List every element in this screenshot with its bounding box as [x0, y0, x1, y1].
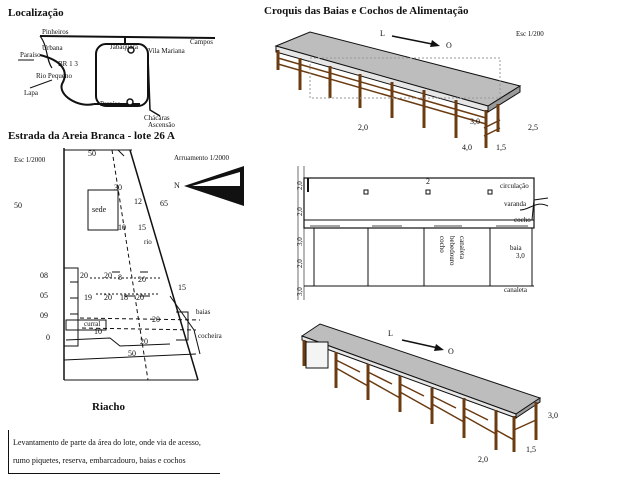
- map-label-lapa: Lapa: [24, 89, 39, 97]
- dim-50-top: 50: [88, 149, 96, 158]
- north-label: N: [174, 181, 180, 190]
- label-sede: sede: [92, 205, 107, 214]
- map-label-pinheiros: Pinheiros: [42, 28, 69, 36]
- label-cocheira: cocheira: [198, 332, 223, 340]
- top-direction-arrow: [391, 35, 440, 47]
- plan-left-dim-5: 3,0: [296, 287, 304, 296]
- dim-12: 12: [134, 197, 142, 206]
- plan-scale-right: Arruamento 1/2000: [174, 154, 230, 162]
- plan-label-area: 3,0: [516, 252, 525, 260]
- dim-20-c: 20: [138, 275, 146, 284]
- dim-50-bottom: 50: [128, 349, 136, 358]
- dim-65: 65: [160, 199, 168, 208]
- map-label-br3: BR 1 3: [58, 60, 78, 68]
- creek-label: Riacho: [92, 401, 126, 413]
- plan-left-dim-1: 2,0: [296, 181, 304, 190]
- plan-label-varanda: varanda: [504, 200, 527, 208]
- map-label-ascension: Ascensão: [148, 121, 175, 129]
- map-label-vila-mariana: Vila Mariana: [148, 47, 186, 55]
- dim-10-b: 10: [94, 327, 102, 336]
- plan-center-dim: 2: [426, 177, 430, 186]
- dim-50-left: 50: [14, 201, 22, 210]
- dim-20-g: 20: [140, 337, 148, 346]
- top-dim-3-0: 3,0: [470, 117, 480, 126]
- plan-scale-left: Esc 1/2000: [14, 156, 46, 164]
- barn-plan-view: [297, 166, 549, 300]
- map-label-rio-pequeno: Rio Pequeno: [36, 72, 72, 80]
- bottom-dim-2-0: 2,0: [478, 455, 488, 464]
- plan-label-cocho: cocho: [514, 216, 531, 224]
- survey-note-text: Levantamento de parte da área do lote, o…: [13, 438, 201, 465]
- location-title: Localização: [8, 7, 64, 19]
- dim-05: 05: [40, 291, 48, 300]
- dim-09: 09: [40, 311, 48, 320]
- lot-plan: [63, 148, 201, 381]
- map-label-urbana: Urbana: [42, 44, 63, 52]
- dim-20-e: 20: [104, 293, 112, 302]
- plan-label-canaleta: canaleta: [504, 286, 528, 294]
- top-scale: Esc 1/200: [516, 30, 544, 38]
- label-curral: curral: [84, 320, 100, 328]
- plan-vertical-label-cocho: cocho: [438, 236, 446, 253]
- dim-18: 18: [120, 293, 128, 302]
- barn-3d-top: [274, 31, 522, 148]
- plan-label-baia: baia: [510, 244, 523, 252]
- dim-20-a: 20: [80, 271, 88, 280]
- dim-15-b: 15: [178, 283, 186, 292]
- bottom-direction-arrow: [401, 339, 444, 351]
- right-title: Croquis das Baias e Cochos de Alimentaçã…: [264, 5, 469, 17]
- top-dim-4-0: 4,0: [462, 143, 472, 152]
- top-dim-2-5: 2,5: [528, 123, 538, 132]
- top-dim-2-0: 2,0: [358, 123, 368, 132]
- label-rio: rio: [144, 238, 152, 246]
- label-baias: baias: [196, 308, 211, 316]
- plan-title: Estrada da Areia Branca - lote 26 A: [8, 130, 175, 142]
- plan-left-dim-2: 2,0: [296, 207, 304, 216]
- north-arrow: [184, 166, 244, 206]
- dim-0: 0: [46, 333, 50, 342]
- survey-note: Levantamento de parte da área do lote, o…: [8, 430, 220, 474]
- plan-vertical-label-canaleta: canaleta: [458, 236, 466, 260]
- plan-left-dim-4: 2,0: [296, 259, 304, 268]
- map-label-campos: Campos: [190, 38, 213, 46]
- dim-08: 08: [40, 271, 48, 280]
- map-label-chacaras: Chácaras: [144, 114, 170, 122]
- barn-3d-bottom: [300, 323, 542, 452]
- dim-30: 30: [114, 183, 122, 192]
- dim-20-f: 20: [152, 315, 160, 324]
- plan-label-circulacao: circulação: [500, 182, 529, 190]
- dim-8: 8: [118, 273, 122, 282]
- top-arrow-end: O: [446, 41, 452, 50]
- map-label-paraiso: Paraíso: [100, 100, 121, 108]
- location-map: [18, 35, 216, 117]
- plan-left-dim-3: 3,0: [296, 237, 304, 246]
- dim-15: 15: [138, 223, 146, 232]
- top-arrow-start: L: [380, 29, 385, 38]
- bottom-arrow-start: L: [388, 329, 393, 338]
- plan-vertical-label-bebedouro: bebedouro: [448, 236, 456, 266]
- bottom-dim-3-0: 3,0: [548, 411, 558, 420]
- map-label-jabaquara: Jabaquara: [110, 43, 139, 51]
- bottom-dim-1-5: 1,5: [526, 445, 536, 454]
- dim-19: 19: [84, 293, 92, 302]
- map-label-paraiso-2: Paraíso: [20, 51, 41, 59]
- dim-20-d: 20: [136, 293, 144, 302]
- bottom-arrow-end: O: [448, 347, 454, 356]
- top-dim-1-5: 1,5: [496, 143, 506, 152]
- dim-20-b: 20: [104, 271, 112, 280]
- dim-10: 10: [118, 223, 126, 232]
